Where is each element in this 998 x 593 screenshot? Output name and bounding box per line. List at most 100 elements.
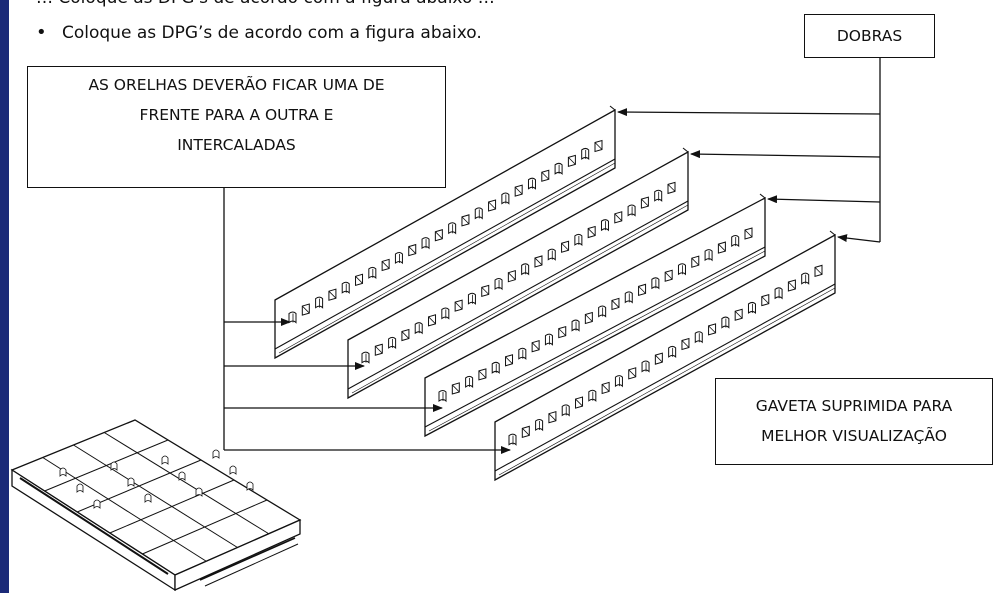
divider-tab-diagonal	[488, 201, 496, 210]
divider-tab-diagonal	[328, 290, 337, 299]
divider-tab-diagonal	[664, 271, 673, 280]
drawer-tab	[229, 465, 237, 475]
divider-tab-curved	[774, 287, 783, 300]
drawer-divider-long	[73, 444, 238, 548]
orelhas-line-1: AS ORELHAS DEVERÃO FICAR UMA DE	[88, 76, 385, 94]
drawer-tab	[195, 487, 203, 497]
divider-tab-curved	[501, 192, 510, 205]
divider-body	[494, 233, 836, 482]
divider-tab-diagonal	[708, 325, 716, 334]
divider-tab-curved	[801, 272, 810, 285]
gaveta-line-1: GAVETA SUPRIMIDA PARA	[755, 397, 953, 415]
dobras-arrow	[617, 108, 881, 117]
drawer-tab	[110, 461, 118, 471]
dobras-arrow	[767, 195, 881, 204]
gaveta-line-2: MELHOR VISUALIZAÇÃO	[761, 427, 947, 445]
divider-tab-diagonal	[381, 261, 390, 269]
divider-tab-curved	[421, 237, 430, 250]
divider-tab-diagonal	[408, 246, 417, 254]
divider-tab-diagonal	[428, 316, 436, 325]
divider-tab-curved	[368, 266, 377, 280]
drawer-with-dividers-icon	[10, 419, 302, 592]
divider-tab-diagonal	[594, 142, 603, 150]
divider-tab-diagonal	[641, 198, 649, 207]
divider-tab-curved	[467, 292, 476, 305]
drawer-tab	[178, 471, 186, 481]
divider-tab-curved	[474, 207, 483, 220]
divider-tab-curved	[438, 390, 447, 403]
divider-body	[424, 196, 766, 438]
divider-tab-diagonal	[505, 356, 513, 365]
divider-tab-curved	[641, 360, 650, 373]
divider-tab-diagonal	[481, 287, 490, 295]
divider-tab-diagonal	[454, 301, 463, 310]
divider-tab-curved	[448, 222, 457, 235]
divider-tab-curved	[315, 296, 324, 309]
divider-tab-curved	[544, 333, 553, 346]
drawer-handle	[19, 477, 169, 575]
drawer-divider-long	[42, 457, 207, 562]
divider-tab-diagonal	[522, 428, 530, 436]
divider-fold-line	[494, 283, 836, 472]
gaveta-note-box: GAVETA SUPRIMIDA PARA MELHOR VISUALIZAÇÃ…	[715, 378, 993, 465]
divider-top-lip	[829, 230, 836, 236]
divider-tab-diagonal	[611, 300, 620, 308]
divider-tab-curved	[574, 233, 583, 247]
divider-tab-curved	[598, 305, 607, 318]
divider-tab-diagonal	[558, 328, 567, 336]
divider-tab-curved	[561, 404, 570, 417]
divider-tab-curved	[668, 345, 677, 359]
divider-tab-curved	[465, 375, 474, 389]
drawer-divider-long	[103, 432, 270, 535]
divider-strip	[347, 147, 689, 400]
divider-tab-curved	[547, 248, 556, 261]
slide-edge-bar	[0, 0, 9, 593]
divider-tab-curved	[518, 347, 527, 360]
connector-lines	[223, 58, 881, 454]
drawer-divider-cross	[142, 499, 268, 555]
divider-tab-diagonal	[534, 257, 543, 266]
divider-tab-curved	[508, 433, 517, 446]
divider-tab-curved	[491, 361, 500, 375]
drawer-tab	[127, 477, 135, 487]
divider-tab-diagonal	[375, 345, 383, 354]
divider-top-lip	[682, 147, 689, 153]
drawer-slide-rail-lower	[204, 543, 299, 587]
drawer-tab	[161, 455, 169, 465]
divider-tab-diagonal	[734, 310, 743, 319]
drawer-tab	[212, 449, 220, 459]
divider-tab-curved	[721, 316, 730, 329]
instruction-bullet: •Coloque as DPG’s de acordo com a figura…	[36, 22, 482, 43]
divider-tab-diagonal	[691, 257, 700, 266]
divider-tab-diagonal	[628, 369, 637, 378]
drawer-tab	[93, 499, 101, 509]
divider-tab-curved	[624, 291, 633, 304]
divider-tab-curved	[388, 336, 397, 350]
divider-tab-diagonal	[638, 286, 646, 294]
divider-tab-curved	[521, 263, 530, 276]
drawer-divider-cross	[44, 439, 169, 492]
divider-tab-curved	[747, 301, 756, 315]
divider-tab-curved	[288, 311, 297, 324]
drawer-tab	[144, 493, 152, 503]
divider-tab-diagonal	[681, 340, 690, 348]
divider-tab-curved	[394, 252, 403, 265]
divider-tab-diagonal	[514, 186, 523, 195]
dobras-arrow	[837, 234, 881, 243]
divider-tab-curved	[527, 177, 536, 190]
divider-tab-curved	[614, 375, 623, 388]
divider-tab-diagonal	[548, 413, 557, 421]
divider-tab-curved	[588, 389, 597, 402]
divider-fold-line	[347, 200, 689, 390]
dobras-label-box: DOBRAS	[804, 14, 935, 58]
divider-body	[347, 150, 689, 400]
divider-tab-diagonal	[531, 342, 540, 350]
divider-tab-curved	[441, 307, 450, 320]
bullet-icon: •	[36, 22, 47, 43]
orelhas-line-3: INTERCALADAS	[177, 136, 296, 154]
divider-tab-diagonal	[401, 331, 410, 339]
divider-tab-curved	[731, 235, 740, 248]
dobras-arrow	[690, 150, 881, 159]
divider-strip	[274, 105, 616, 360]
